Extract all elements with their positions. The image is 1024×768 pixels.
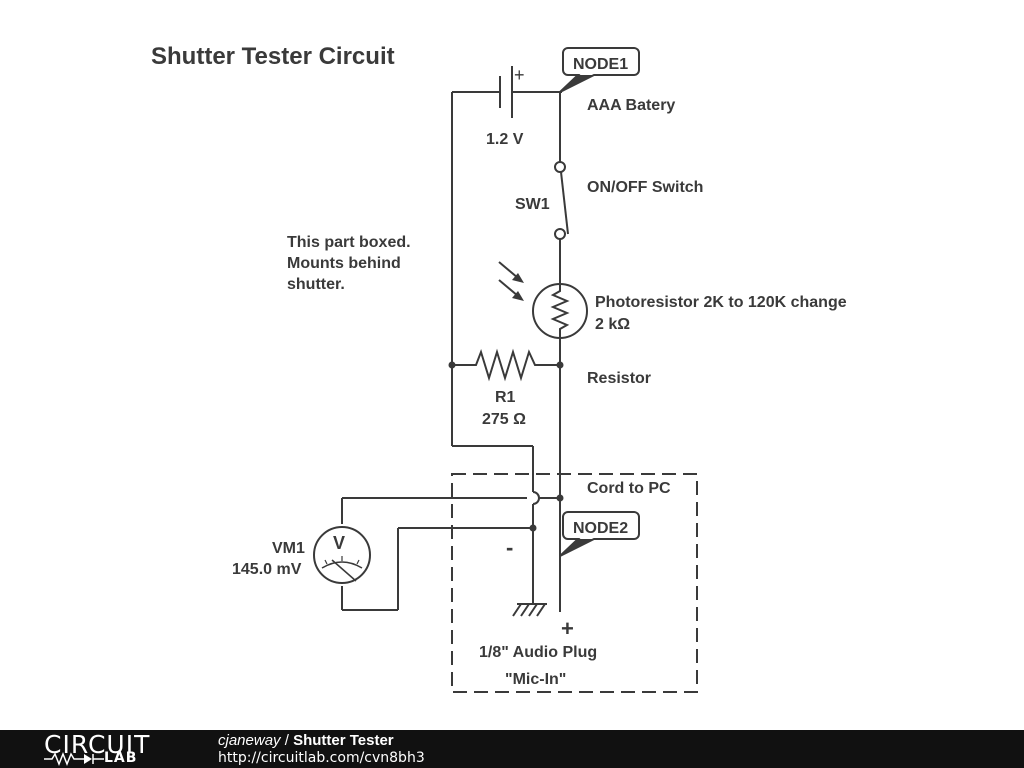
battery-voltage: 1.2 V	[486, 131, 524, 148]
node1-tag	[559, 47, 640, 93]
minus-sign: -	[506, 535, 513, 560]
node2-label: NODE2	[573, 520, 628, 537]
resistor-r1	[448, 348, 564, 382]
voltmeter-reading: 145.0 mV	[232, 561, 302, 578]
note-line-3: shutter.	[287, 276, 345, 293]
photoresistor-description: Photoresistor 2K to 120K change	[595, 294, 847, 311]
photoresistor-value: 2 kΩ	[595, 316, 630, 333]
schematic-canvas: Shutter Tester Circuit + 1.2 V AAA Bater…	[151, 43, 847, 693]
switch-description: ON/OFF Switch	[587, 179, 703, 196]
node1-label: NODE1	[573, 56, 628, 73]
voltmeter-id: VM1	[272, 540, 305, 557]
plug-sublabel: "Mic-In"	[505, 671, 566, 688]
footer-author-line: cjaneway / Shutter Tester	[218, 732, 394, 749]
resistor-value: 275 Ω	[482, 411, 526, 428]
plus-sign: +	[561, 616, 574, 641]
battery-plus-sign: +	[514, 65, 525, 85]
voltmeter-wires	[341, 494, 564, 611]
circuit-name[interactable]: Shutter Tester	[293, 732, 394, 749]
plug-label: 1/8" Audio Plug	[479, 644, 597, 661]
switch-id: SW1	[515, 196, 550, 213]
voltmeter-vm1	[313, 526, 371, 584]
battery	[452, 66, 562, 118]
author-separator: /	[284, 732, 289, 749]
left-wire	[451, 92, 540, 604]
right-wire	[554, 92, 569, 612]
voltmeter-symbol: V	[333, 533, 345, 553]
footer-bar: CIRCUIT LAB cjaneway / Shutter Tester ht…	[0, 730, 1024, 768]
diagram-title: Shutter Tester Circuit	[151, 43, 395, 70]
circuitlab-logo-bottom: LAB	[104, 750, 138, 766]
resistor-id: R1	[495, 389, 516, 406]
circuitlab-logo-top: CIRCUIT	[44, 730, 151, 759]
photoresistor	[498, 261, 588, 339]
author-name[interactable]: cjaneway	[218, 732, 281, 749]
battery-name: AAA Batery	[587, 97, 675, 114]
cord-label: Cord to PC	[587, 480, 671, 497]
node2-tag	[559, 511, 640, 557]
circuit-url-link[interactable]: http://circuitlab.com/cvn8bh3	[218, 750, 425, 766]
note-line-2: Mounts behind	[287, 255, 401, 272]
resistor-diode-icon	[44, 752, 104, 766]
note-line-1: This part boxed.	[287, 234, 411, 251]
ground-symbol	[512, 603, 547, 617]
resistor-description: Resistor	[587, 370, 651, 387]
switch-lever	[560, 171, 569, 235]
